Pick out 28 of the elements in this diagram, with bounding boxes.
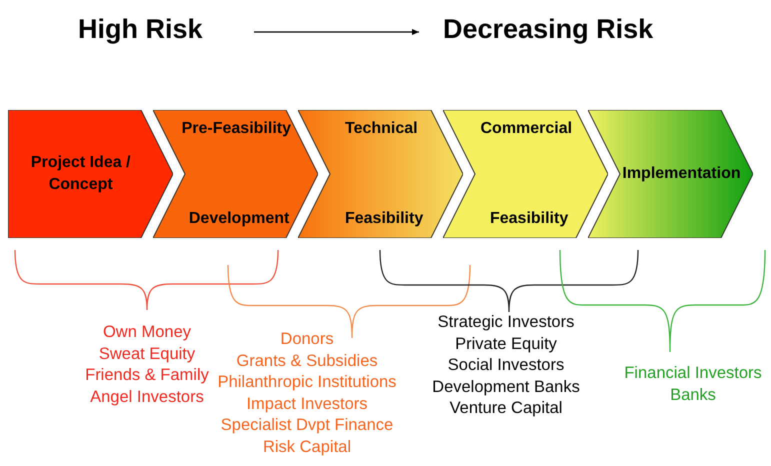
funding-source: Friends & Family — [85, 365, 209, 386]
funding-source: Development Banks — [432, 376, 580, 398]
stage-label: Commercial — [480, 119, 574, 139]
stage-label: Pre-Feasibility — [180, 119, 292, 139]
funding-source: Banks — [670, 384, 716, 406]
stage-label: Project Idea / Concept — [30, 153, 132, 195]
funding-source: Venture Capital — [450, 398, 562, 420]
funding-source: Philanthropic Institutions — [218, 372, 396, 394]
funding-source: Social Investors — [448, 355, 564, 376]
funding-source: Grants & Subsidies — [236, 350, 378, 372]
funding-source: Donors — [280, 329, 334, 350]
funding-source: Private Equity — [455, 334, 557, 355]
risk-heading: Decreasing Risk — [443, 14, 654, 45]
funding-source: Risk Capital — [262, 436, 351, 458]
funding-source: Own Money — [102, 322, 192, 343]
arrow — [254, 29, 419, 35]
stage-label: Feasibility — [488, 209, 570, 229]
funding-source: Impact Investors — [246, 394, 368, 415]
funding-source: Financial Investors — [624, 363, 762, 384]
funding-source: Strategic Investors — [438, 312, 574, 333]
funding-source: Sweat Equity — [98, 344, 196, 365]
stage-label: Development — [188, 209, 290, 229]
stage-label: Feasibility — [344, 209, 424, 229]
funding-source: Angel Investors — [90, 386, 204, 408]
funding-source: Specialist Dvpt Finance — [220, 415, 394, 436]
risk-heading: High Risk — [78, 14, 203, 45]
stage-label: Technical — [344, 119, 419, 139]
stage-label: Implementation — [621, 164, 742, 184]
